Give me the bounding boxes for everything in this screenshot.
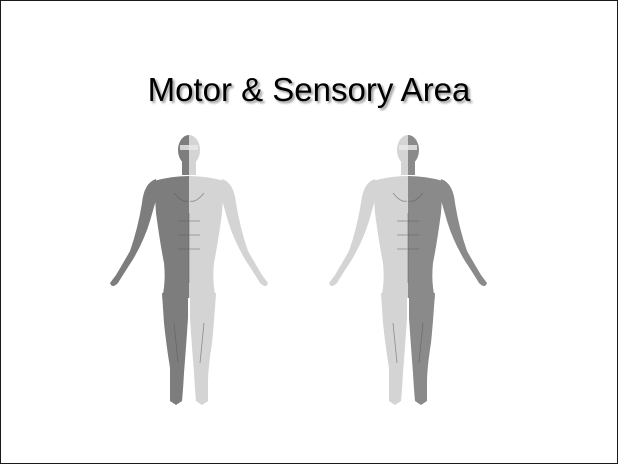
body-figure-sensory-graphic: [323, 133, 493, 411]
body-figure-motor-graphic: [104, 133, 274, 411]
slide-title: Motor & Sensory Area: [1, 71, 617, 109]
body-figure-motor: [104, 133, 274, 411]
body-figure-sensory: [323, 133, 493, 411]
